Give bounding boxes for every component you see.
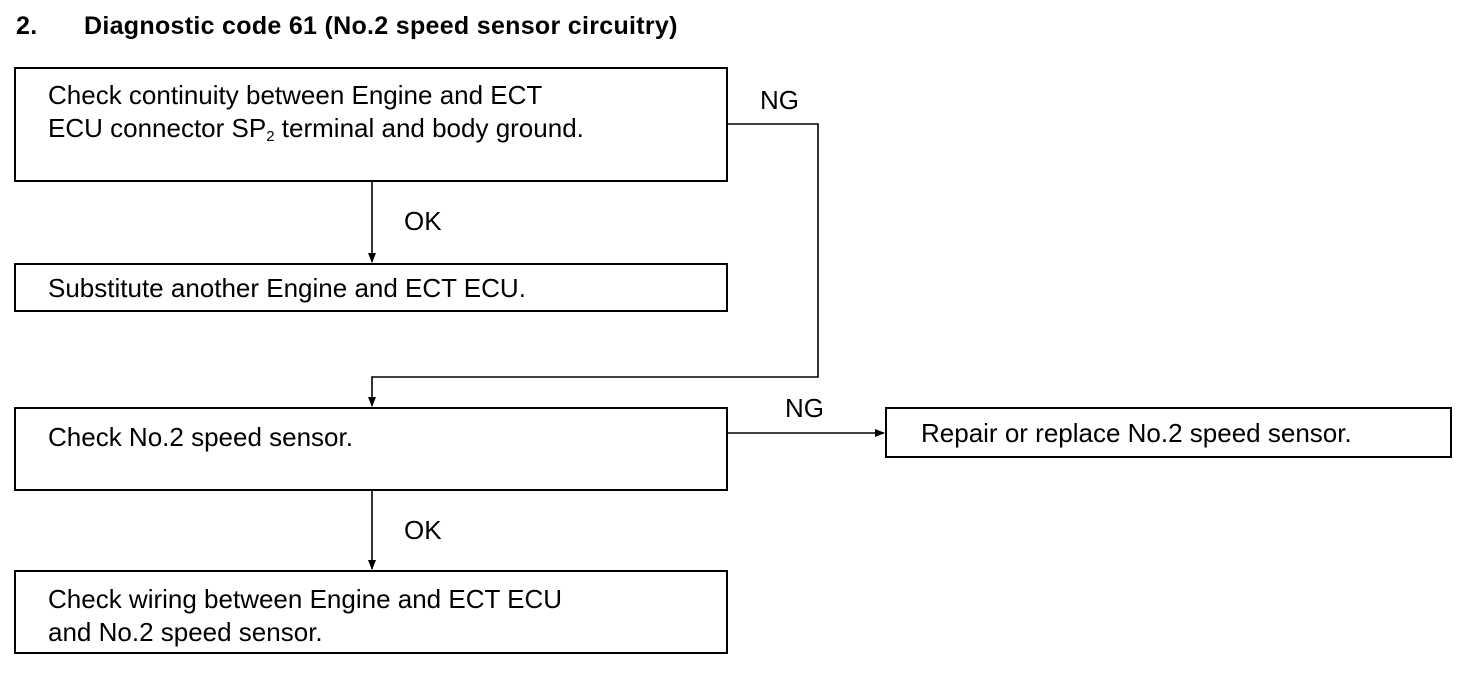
step-text: Substitute another Engine and ECT ECU.	[48, 273, 526, 303]
subscript: 2	[266, 128, 275, 145]
branch-label-ng: NG	[760, 85, 799, 115]
branch-label-ok: OK	[404, 206, 442, 236]
step-text: Check No.2 speed sensor.	[48, 422, 353, 452]
step-check-wiring: Check wiring between Engine and ECT ECU …	[14, 570, 728, 654]
branch-label-ok: OK	[404, 515, 442, 545]
step-text-line-2: and No.2 speed sensor.	[48, 617, 323, 647]
step-repair-speed-sensor: Repair or replace No.2 speed sensor.	[885, 407, 1452, 458]
step-text-line-1: Check continuity between Engine and ECT	[48, 80, 543, 110]
step-check-continuity: Check continuity between Engine and ECT …	[14, 67, 728, 182]
text-prefix: ECU connector SP	[48, 113, 267, 143]
page-title: 2. Diagnostic code 61 (No.2 speed sensor …	[16, 12, 678, 41]
arrow-ng-1	[368, 123, 819, 407]
text-suffix: terminal and body ground.	[274, 113, 584, 143]
section-title: Diagnostic code 61 (No.2 speed sensor ci…	[84, 12, 678, 40]
section-number: 2.	[16, 12, 38, 40]
step-substitute-ecu: Substitute another Engine and ECT ECU.	[14, 263, 728, 312]
step-check-speed-sensor: Check No.2 speed sensor.	[14, 407, 728, 491]
step-text-line-1: Check wiring between Engine and ECT ECU	[48, 584, 563, 614]
branch-label-ng: NG	[785, 393, 824, 423]
step-text: Repair or replace No.2 speed sensor.	[921, 418, 1352, 448]
step-text-line-2: ECU connector SP2 terminal and body grou…	[48, 112, 726, 153]
